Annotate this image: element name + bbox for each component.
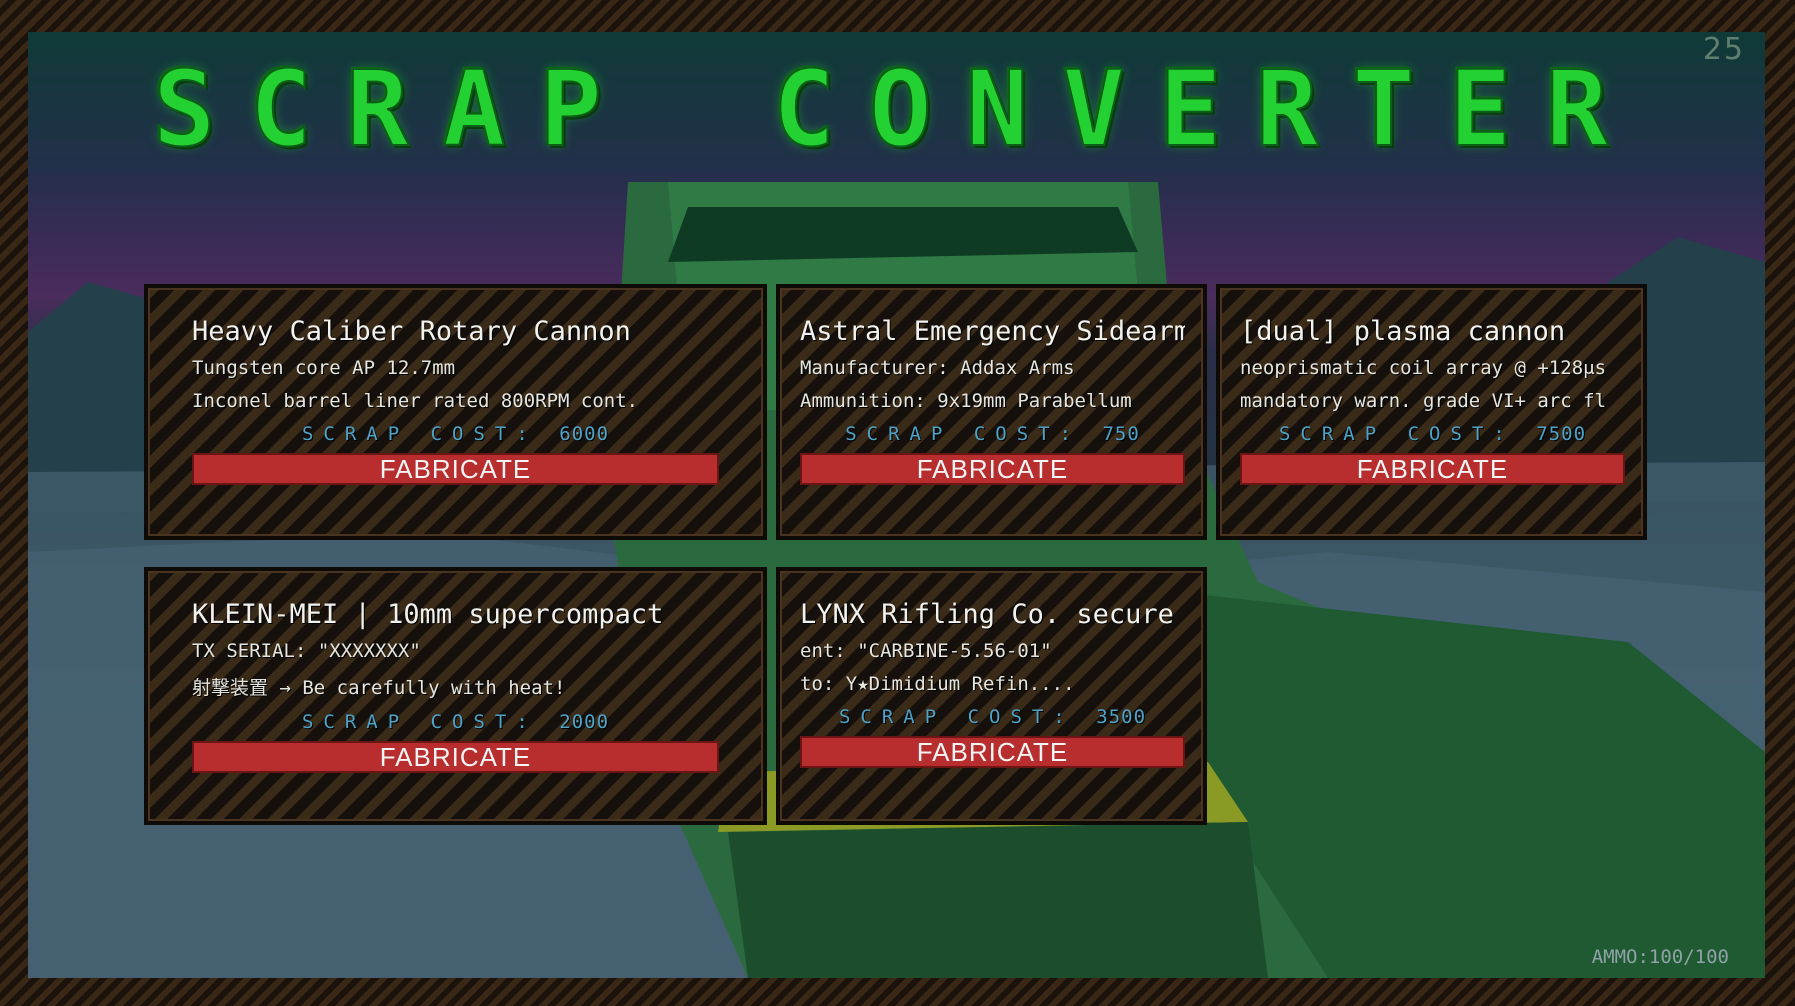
scrap-cost-label: SCRAP COST: [845,423,1082,445]
scrap-cost-value: 7500 [1536,423,1587,445]
ammo-counter: AMMO:100/100 [1591,946,1729,968]
scrap-cost-label: SCRAP COST: [1278,423,1515,445]
scrap-cost: SCRAP COST: 7500 [1240,423,1625,445]
weapon-spec-1: Manufacturer: Addax Arms [800,357,1075,379]
scrap-cost: SCRAP COST: 2000 [192,711,719,733]
weapon-name: LYNX Rifling Co. secure shi [800,599,1185,630]
scrap-cost-value: 750 [1102,423,1140,445]
scrap-cost-label: SCRAP COST: [301,423,538,445]
fabricate-button[interactable]: FABRICATE [800,453,1185,485]
scrap-cost-label: SCRAP COST: [301,711,538,733]
scrap-cost: SCRAP COST: 750 [800,423,1185,445]
scrap-cost: SCRAP COST: 3500 [800,706,1185,728]
scrap-cost-label: SCRAP COST: [838,706,1075,728]
fabricate-button[interactable]: FABRICATE [192,741,719,773]
weapon-name: KLEIN-MEI | 10mm supercompact [192,599,664,630]
weapon-name: [dual] plasma cannon [1240,316,1566,347]
weapon-name: Heavy Caliber Rotary Cannon [192,316,631,347]
weapon-card-3: [dual] plasma cannon neoprismatic coil a… [1216,284,1647,540]
scrap-cost-value: 6000 [559,423,610,445]
weapon-name: Astral Emergency Sidearm [800,316,1185,347]
weapon-spec-1: TX SERIAL: "XXXXXXX" [192,640,421,662]
weapon-spec-2: Inconel barrel liner rated 800RPM cont. [192,390,639,412]
weapon-card-5: LYNX Rifling Co. secure shi ent: "CARBIN… [776,567,1207,825]
page-title: SCRAP CONVERTER [152,47,1643,171]
fabricate-button[interactable]: FABRICATE [1240,453,1625,485]
fabricate-button[interactable]: FABRICATE [800,736,1185,768]
weapon-spec-2: to: Y★Dimidium Refin.... [800,673,1075,695]
scrap-cost: SCRAP COST: 6000 [192,423,719,445]
weapon-spec-2: Ammunition: 9x19mm Parabellum [800,390,1132,412]
weapon-spec-2: mandatory warn. grade VI+ arc fl [1240,390,1607,412]
fps-counter: 25 [1702,32,1745,67]
scrap-cost-value: 2000 [559,711,610,733]
scrap-cost-value: 3500 [1096,706,1147,728]
fabricate-button[interactable]: FABRICATE [192,453,719,485]
weapon-spec-1: Tungsten core AP 12.7mm [192,357,456,379]
weapon-card-1: Heavy Caliber Rotary Cannon Tungsten cor… [144,284,767,540]
weapon-card-4: KLEIN-MEI | 10mm supercompact TX SERIAL:… [144,567,767,825]
weapon-spec-1: ent: "CARBINE-5.56-01" [800,640,1052,662]
weapon-card-2: Astral Emergency Sidearm Manufacturer: A… [776,284,1207,540]
weapon-spec-1: neoprismatic coil array @ +128μs [1240,357,1607,379]
weapon-spec-2: 射撃装置 → Be carefully with heat! [192,677,566,699]
